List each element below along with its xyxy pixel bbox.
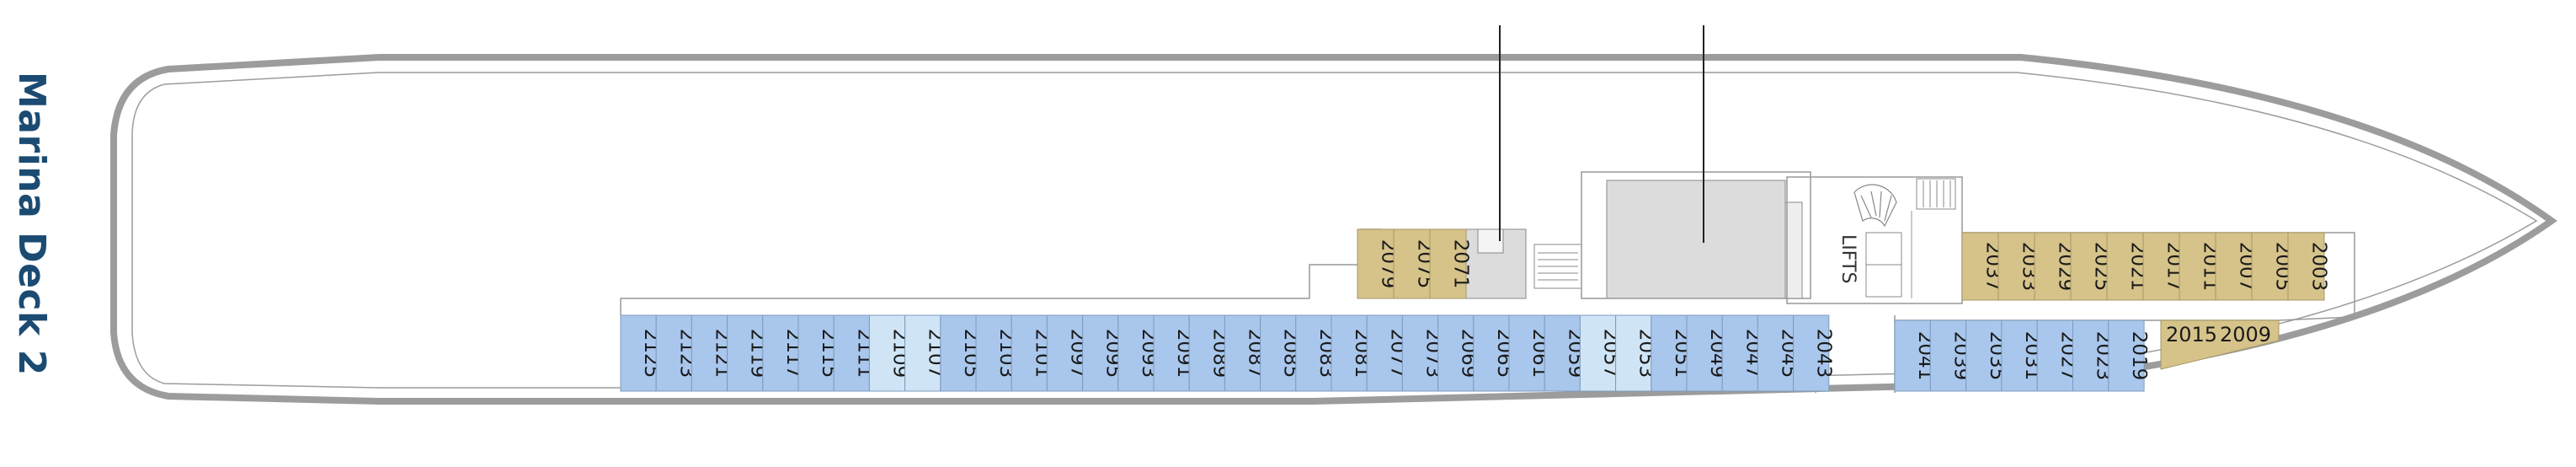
- deck-title: Marina Deck 2: [10, 72, 53, 376]
- cabin-box: [2070, 232, 2108, 301]
- cabin-2077[interactable]: 2077: [1366, 314, 1408, 392]
- lift-shaft-2: [1865, 264, 1902, 298]
- cabin-2017[interactable]: 2017: [2142, 232, 2185, 301]
- cabin-2079[interactable]: 2079: [1357, 228, 1400, 299]
- cabin-box: [2251, 232, 2289, 301]
- cabin-box: [762, 314, 799, 392]
- cabin-2037[interactable]: 2037: [1961, 232, 2004, 301]
- cabin-2011[interactable]: 2011: [2179, 232, 2221, 301]
- cabin-box: [868, 314, 906, 392]
- cabin-2003[interactable]: 2003: [2287, 232, 2330, 301]
- cabin-box: [1357, 228, 1395, 299]
- cabin-2043[interactable]: 2043: [1793, 314, 1835, 392]
- cabin-box: [1579, 314, 1617, 392]
- cabin-2115[interactable]: 2115: [797, 314, 840, 392]
- suite-number: 2015: [2166, 323, 2217, 346]
- cabin-box: [1224, 314, 1261, 392]
- cabin-box: [1473, 314, 1510, 392]
- cabin-box: [2142, 232, 2180, 301]
- cabin-box: [1366, 314, 1403, 392]
- cabin-box: [1401, 314, 1439, 392]
- cabin-box: [1295, 314, 1332, 392]
- cabin-box: [691, 314, 728, 392]
- cabin-2005[interactable]: 2005: [2251, 232, 2294, 301]
- service-core: [1606, 180, 1786, 299]
- cabin-2021[interactable]: 2021: [2106, 232, 2149, 301]
- cabin-box: [1331, 314, 1368, 392]
- cabin-2019[interactable]: 2019: [2108, 319, 2150, 392]
- cabin-2023[interactable]: 2023: [2072, 319, 2115, 392]
- suite-number: 2009: [2220, 323, 2271, 346]
- cabin-2065[interactable]: 2065: [1473, 314, 1515, 392]
- cabin-2095[interactable]: 2095: [1082, 314, 1124, 392]
- cabin-2059[interactable]: 2059: [1544, 314, 1586, 392]
- cabin-box: [1437, 314, 1475, 392]
- cabin-box: [2108, 319, 2145, 392]
- cabin-box: [1393, 228, 1431, 299]
- cabin-2041[interactable]: 2041: [1894, 319, 1936, 392]
- cabin-2051[interactable]: 2051: [1651, 314, 1693, 392]
- cabin-2117[interactable]: 2117: [762, 314, 804, 392]
- cabin-box: [2287, 232, 2325, 301]
- cabin-box: [1082, 314, 1119, 392]
- cabin-2089[interactable]: 2089: [1188, 314, 1230, 392]
- cabin-2075[interactable]: 2075: [1393, 228, 1436, 299]
- cabin-box: [727, 314, 764, 392]
- cabin-2083[interactable]: 2083: [1295, 314, 1337, 392]
- cabin-2029[interactable]: 2029: [2034, 232, 2077, 301]
- cabin-box: [1153, 314, 1190, 392]
- cabin-2007[interactable]: 2007: [2215, 232, 2258, 301]
- cabin-box: [797, 314, 835, 392]
- cabin-2071[interactable]: 2071: [1429, 228, 1472, 299]
- cabin-box: [833, 314, 870, 392]
- cabin-2039[interactable]: 2039: [1929, 319, 1971, 392]
- spiral-stairs-icon: [1853, 184, 1897, 228]
- stairs-fwd-icon: [1923, 180, 1951, 207]
- stairs-icon: [1538, 252, 1578, 281]
- cabin-box: [1686, 314, 1723, 392]
- cabin-box: [2072, 319, 2109, 392]
- cabin-box: [2034, 232, 2072, 301]
- hull-inner: [131, 72, 2538, 389]
- cabin-2091[interactable]: 2091: [1153, 314, 1195, 392]
- suite-box: [2160, 319, 2280, 370]
- cabin-2073[interactable]: 2073: [1401, 314, 1444, 392]
- cabin-2033[interactable]: 2033: [1997, 232, 2040, 301]
- cabin-box: [2106, 232, 2144, 301]
- cabin-2031[interactable]: 2031: [2001, 319, 2043, 392]
- cabin-2035[interactable]: 2035: [1965, 319, 2008, 392]
- cabin-2025[interactable]: 2025: [2070, 232, 2113, 301]
- cabin-box: [1793, 314, 1830, 392]
- cabin-box: [1011, 314, 1048, 392]
- cabin-number: 2019: [2128, 331, 2150, 381]
- cabin-box: [2179, 232, 2216, 301]
- cabin-box: [1544, 314, 1581, 392]
- cabin-box: [2215, 232, 2253, 301]
- core-annex: [1784, 201, 1803, 299]
- cabin-box: [655, 314, 692, 392]
- cabin-box: [1757, 314, 1795, 392]
- cabin-box: [1429, 228, 1467, 299]
- lifts-area: [1786, 176, 1963, 304]
- cabin-2027[interactable]: 2027: [2036, 319, 2078, 392]
- cabin-box: [2001, 319, 2038, 392]
- cabin-box: [1894, 319, 1931, 392]
- cabin-box: [2036, 319, 2073, 392]
- cabin-number: 2071: [1450, 239, 1472, 289]
- cabin-box: [1651, 314, 1688, 392]
- lifts-label: LIFTS: [1837, 234, 1859, 283]
- stairwell-fwd: [1916, 178, 1956, 210]
- core-outline: [1581, 171, 1811, 299]
- lift-shaft-1: [1865, 232, 1902, 266]
- cabin-box: [1721, 314, 1758, 392]
- cabin-box: [1508, 314, 1545, 392]
- cabin-number: 2003: [2308, 242, 2330, 292]
- cabin-box: [1961, 232, 1999, 301]
- cabin-number: 2043: [1813, 329, 1835, 378]
